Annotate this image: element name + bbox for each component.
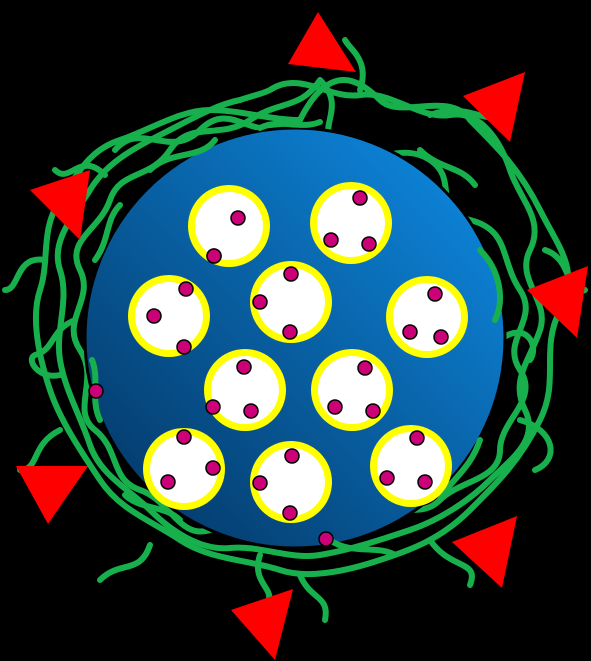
payload-dot (328, 400, 342, 414)
payload-dot (206, 461, 220, 475)
payload-dot (161, 475, 175, 489)
payload-dot (284, 267, 298, 281)
loose-payload-dot (89, 384, 103, 398)
payload-dot (366, 404, 380, 418)
payload-dot (237, 360, 251, 374)
vesicle (386, 276, 468, 358)
payload-dot (283, 506, 297, 520)
payload-dot (177, 340, 191, 354)
payload-dot (177, 430, 191, 444)
vesicle (311, 349, 393, 431)
vesicle-interior (393, 283, 461, 351)
vesicle (204, 349, 286, 431)
payload-dot (410, 431, 424, 445)
payload-dot (403, 325, 417, 339)
vesicle (250, 261, 332, 343)
payload-dot (353, 191, 367, 205)
payload-dot (206, 400, 220, 414)
payload-dot (324, 233, 338, 247)
payload-dot (207, 249, 221, 263)
payload-dot (434, 330, 448, 344)
payload-dot (380, 471, 394, 485)
payload-dot (418, 475, 432, 489)
payload-dot (362, 237, 376, 251)
payload-dot (147, 309, 161, 323)
payload-dot (428, 287, 442, 301)
vesicle-interior (195, 192, 263, 260)
vesicle (250, 441, 332, 523)
payload-dot (231, 211, 245, 225)
vesicle (370, 425, 452, 507)
payload-dot (358, 361, 372, 375)
vesicle (188, 185, 270, 267)
vesicle (143, 428, 225, 510)
vesicle (128, 275, 210, 357)
payload-dot (253, 295, 267, 309)
payload-dot (283, 325, 297, 339)
payload-dot (285, 449, 299, 463)
loose-payload-dot (319, 532, 333, 546)
payload-dot (253, 476, 267, 490)
payload-dot (179, 282, 193, 296)
vesicle (310, 182, 392, 264)
payload-dot (244, 404, 258, 418)
